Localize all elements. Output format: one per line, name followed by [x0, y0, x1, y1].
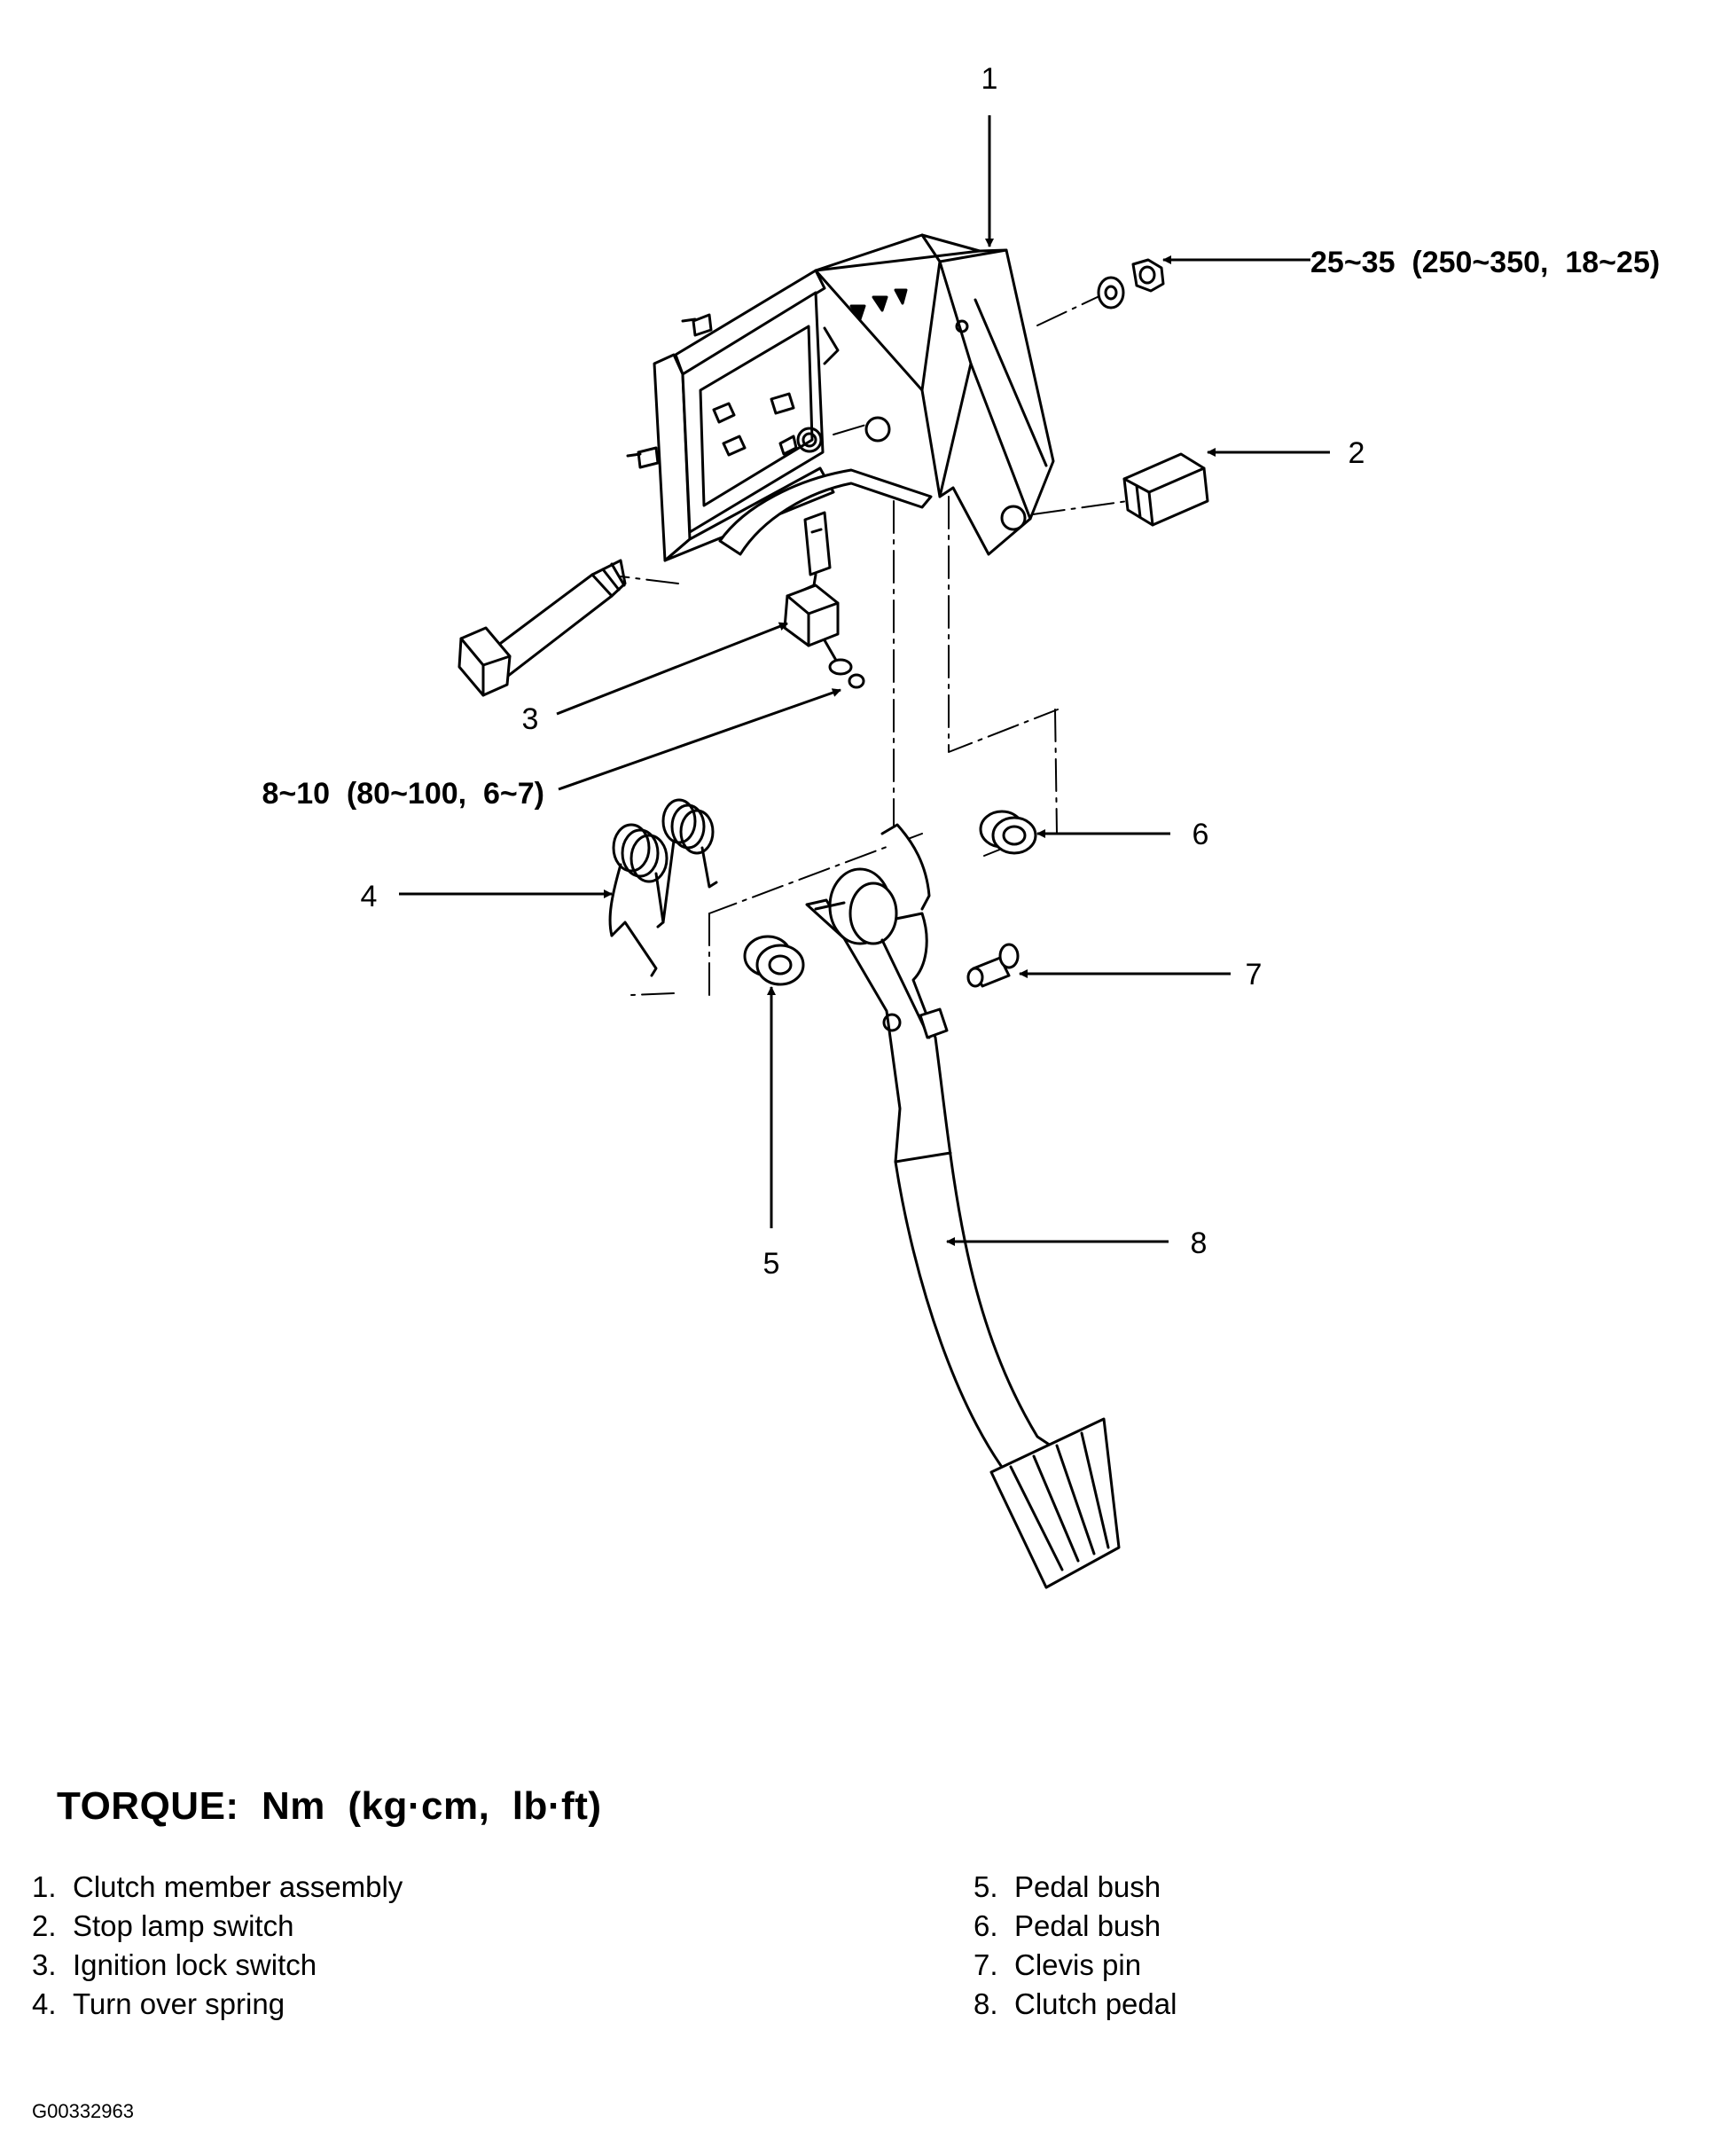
legend-item: 2. Stop lamp switch — [32, 1907, 403, 1946]
legend-text: Ignition lock switch — [73, 1948, 317, 1981]
torque-spec-switch: 8~10 (80~100, 6~7) — [262, 777, 544, 811]
clutch-member-assembly — [626, 233, 1055, 562]
legend-text: Pedal bush — [1014, 1870, 1161, 1903]
leader-lines — [399, 115, 1330, 1246]
callout-7: 7 — [1246, 958, 1263, 991]
legend-number: 7. — [974, 1948, 998, 1981]
callout-8: 8 — [1191, 1226, 1208, 1260]
figure-id: G00332963 — [32, 2100, 134, 2122]
pedal-bush-lower — [743, 935, 805, 986]
torque-heading: TORQUE: Nm (kg·cm, lb·ft) — [57, 1784, 602, 1828]
legend-text: Clutch pedal — [1014, 1987, 1177, 2020]
legend-number: 6. — [974, 1909, 998, 1942]
legend-item: 1. Clutch member assembly — [32, 1868, 403, 1907]
ignition-lock-switch-part — [783, 511, 865, 689]
legend-number: 8. — [974, 1987, 998, 2020]
pedal-bush-upper — [979, 810, 1037, 855]
legend-text: Pedal bush — [1014, 1909, 1161, 1942]
callout-2: 2 — [1349, 436, 1365, 470]
legend-number: 4. — [32, 1987, 57, 2020]
callout-6: 6 — [1193, 818, 1209, 851]
legend-left: 1. Clutch member assembly 2. Stop lamp swi… — [32, 1868, 403, 2024]
callout-5: 5 — [763, 1247, 780, 1281]
legend-right: 5. Pedal bush 6. Pedal bush 7. Clevis pin 8… — [974, 1868, 1177, 2024]
exploded-view-diagram: 1 2 3 4 5 6 7 8 25~35 (250~350, 18~25) 8… — [262, 62, 1660, 1589]
leader-3 — [556, 622, 788, 716]
clevis-pin-part — [966, 943, 1020, 988]
legend-item: 8. Clutch pedal — [974, 1985, 1177, 2024]
leader-switch-bolt — [558, 688, 841, 791]
legend-text: Clevis pin — [1014, 1948, 1142, 1981]
legend-item: 3. Ignition lock switch — [32, 1946, 403, 1985]
clutch-pedal-part — [805, 823, 1121, 1589]
pivot-bolt — [457, 559, 627, 697]
legend-number: 5. — [974, 1870, 998, 1903]
legend-item: 4. Turn over spring — [32, 1985, 403, 2024]
legend-text: Turn over spring — [73, 1987, 285, 2020]
turn-over-spring-part — [608, 798, 718, 977]
torque-spec-nut: 25~35 (250~350, 18~25) — [1310, 246, 1660, 279]
legend-number: 3. — [32, 1948, 57, 1981]
legend-number: 2. — [32, 1909, 57, 1942]
legend-item: 7. Clevis pin — [974, 1946, 1177, 1985]
legend-text: Stop lamp switch — [73, 1909, 294, 1942]
legend-item: 6. Pedal bush — [974, 1907, 1177, 1946]
legend-text: Clutch member assembly — [73, 1870, 403, 1903]
exploded-lines — [620, 294, 1129, 996]
legend-item: 5. Pedal bush — [974, 1868, 1177, 1907]
callout-3: 3 — [522, 702, 539, 736]
nut-and-washer — [1097, 258, 1165, 310]
callout-1: 1 — [981, 62, 998, 96]
callout-4: 4 — [361, 880, 378, 913]
stop-lamp-switch-part — [1122, 452, 1209, 527]
legend-number: 1. — [32, 1870, 57, 1903]
